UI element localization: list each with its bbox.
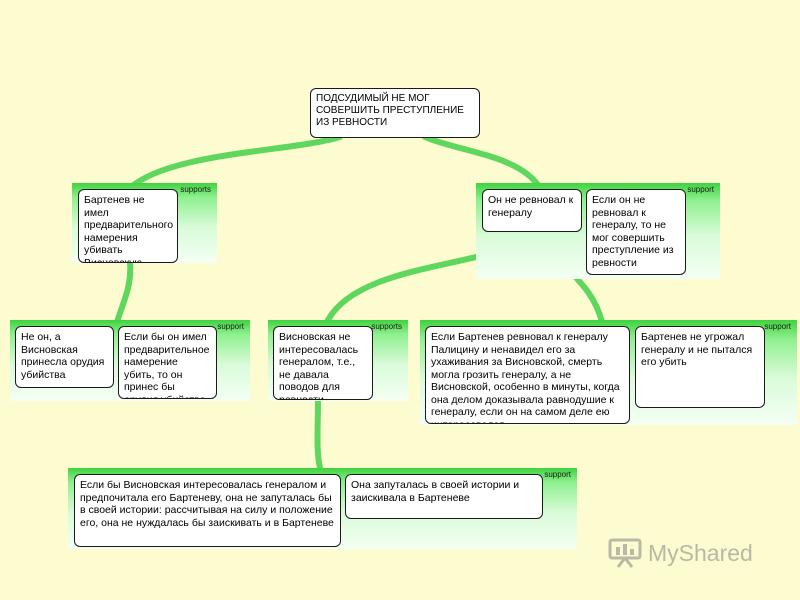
claim-text: Он не ревновал к генералу <box>488 194 574 219</box>
claim-text: Если Бартенев ревновал к генералу Палици… <box>431 331 620 423</box>
claim-no-interest: Висновская не интересовалась генералом, … <box>273 326 373 400</box>
watermark-logo: MyShared <box>608 538 753 568</box>
root-node-text: ПОДСУДИМЫЙ НЕ МОГ СОВЕРШИТЬ ПРЕСТУПЛЕНИЕ… <box>316 93 464 128</box>
support-tag: support <box>687 185 714 194</box>
reason-text: Если он не ревновал к генералу, то не мо… <box>592 194 674 269</box>
reason-text: Она запуталась в своей истории и заискив… <box>351 479 520 504</box>
connector-root-right <box>422 134 543 191</box>
claim-text: Висновская не интересовалась генералом, … <box>279 331 359 400</box>
claim-text: Если бы Висновская интересовалась генера… <box>80 479 334 529</box>
claim-text: Не он, а Висновская принесла орудия убий… <box>21 331 105 381</box>
connector-nointerest-bottom <box>314 397 323 471</box>
presentation-board-icon <box>608 538 642 568</box>
claim-no-premeditation: Бартенев не имел предварительного намере… <box>78 189 178 263</box>
watermark-text: MyShared <box>648 539 753 566</box>
root-node: ПОДСУДИМЫЙ НЕ МОГ СОВЕРШИТЬ ПРЕСТУПЛЕНИЕ… <box>310 88 480 138</box>
support-tag: support <box>544 470 571 479</box>
claim-text: Бартенев не имел предварительного намере… <box>84 194 174 263</box>
claim-weapon: Не он, а Висновская принесла орудия убий… <box>15 326 114 388</box>
reason-threat: Бартенев не угрожал генералу и не пыталс… <box>635 326 765 408</box>
support-tag: supports <box>180 185 211 194</box>
reason-text: Если бы он имел предварительное намерени… <box>124 331 210 398</box>
reason-text: Бартенев не угрожал генералу и не пыталс… <box>641 331 753 368</box>
claim-threat: Если Бартенев ревновал к генералу Палици… <box>425 326 630 424</box>
claim-not-jealous: Он не ревновал к генералу <box>482 189 582 232</box>
support-tag: support <box>217 322 244 331</box>
reason-bottom: Она запуталась в своей истории и заискив… <box>345 474 543 519</box>
support-tag: support <box>764 322 791 331</box>
claim-bottom: Если бы Висновская интересовалась генера… <box>74 474 341 547</box>
connector-left-weapon <box>114 259 134 325</box>
reason-weapon: Если бы он имел предварительное намерени… <box>118 326 217 399</box>
support-tag: supports <box>371 322 402 331</box>
connector-root-left <box>127 134 343 191</box>
reason-not-jealous: Если он не ревновал к генералу, то не мо… <box>586 189 686 275</box>
